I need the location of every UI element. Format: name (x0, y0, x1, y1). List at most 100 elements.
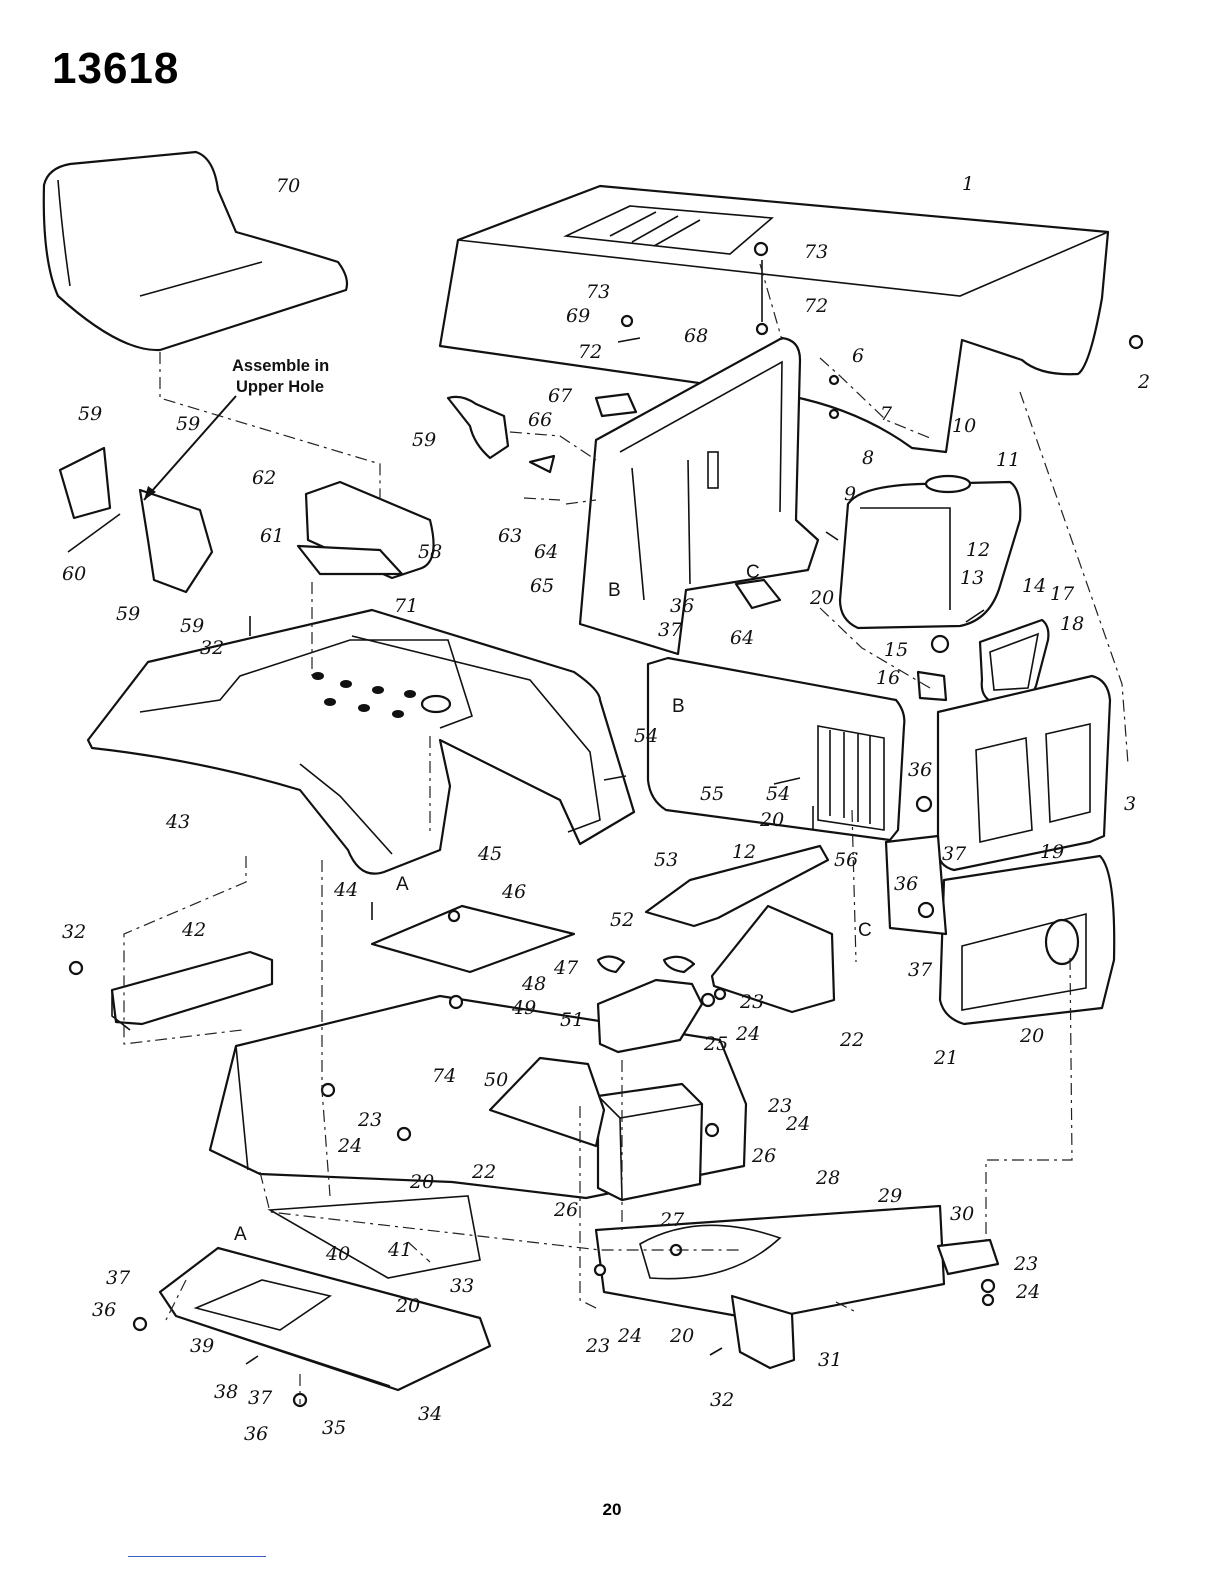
callout-22a: 22 (839, 1029, 864, 1051)
callout-49: 49 (511, 997, 536, 1019)
callout-56: 56 (834, 849, 858, 871)
callout-20e: 20 (395, 1295, 420, 1317)
callout-31: 31 (818, 1349, 842, 1371)
callout-20c: 20 (1019, 1025, 1044, 1047)
lower-nose (938, 854, 1116, 1026)
callout-11: 11 (996, 449, 1020, 471)
callout-69: 69 (566, 305, 590, 327)
callout-C-1: C (746, 562, 760, 583)
callout-59c: 59 (116, 603, 140, 625)
callout-39: 39 (190, 1335, 214, 1357)
callout-36a: 36 (670, 595, 694, 617)
dash-panel (578, 336, 820, 656)
callout-37c: 37 (908, 959, 933, 981)
callout-45: 45 (477, 843, 502, 865)
seat-spring-bracket (296, 480, 435, 580)
callout-36b: 36 (908, 759, 932, 781)
callout-32b: 32 (62, 921, 86, 943)
battery-hold-down (644, 844, 830, 928)
callout-34: 34 (418, 1403, 442, 1425)
callout-17: 17 (1050, 583, 1075, 605)
callout-23e: 23 (585, 1335, 610, 1357)
callout-28: 28 (815, 1167, 840, 1189)
callout-12a: 12 (966, 539, 990, 561)
note-line-1: Assemble in (232, 357, 329, 375)
callout-63: 63 (498, 525, 522, 547)
callout-52: 52 (610, 909, 634, 931)
page-number: 20 (602, 1500, 622, 1519)
diagram-number: 13618 (52, 44, 180, 93)
hardware-fasteners (68, 241, 1144, 1408)
callout-24e: 24 (617, 1325, 642, 1347)
callout-20d: 20 (409, 1171, 434, 1193)
callout-51: 51 (560, 1009, 584, 1031)
callout-64a: 64 (534, 541, 558, 563)
footrest (158, 1246, 492, 1392)
callout-20b: 20 (759, 809, 784, 831)
callout-20f: 20 (669, 1325, 694, 1347)
callout-10: 10 (952, 415, 976, 437)
callout-19: 19 (1040, 841, 1064, 863)
callout-36c: 36 (894, 873, 918, 895)
callout-25: 25 (703, 1033, 728, 1055)
callout-6: 6 (852, 345, 864, 367)
callout-23a: 23 (739, 991, 764, 1013)
callout-23d: 23 (1013, 1253, 1038, 1275)
callout-65: 65 (530, 575, 554, 597)
seat-pan (370, 904, 576, 974)
callout-32a: 32 (200, 637, 224, 659)
callout-14: 14 (1022, 575, 1046, 597)
note-line-2: Upper Hole (236, 378, 324, 396)
callout-22b: 22 (471, 1161, 496, 1183)
callout-46: 46 (501, 881, 526, 903)
callout-23b: 23 (357, 1109, 382, 1131)
callout-27: 27 (659, 1209, 685, 1231)
callout-21: 21 (933, 1047, 958, 1069)
callout-29: 29 (877, 1185, 902, 1207)
callout-47: 47 (553, 957, 579, 979)
front-panel-b (646, 656, 906, 842)
callout-32c: 32 (710, 1389, 734, 1411)
callout-36e: 36 (244, 1423, 268, 1445)
callout-24d: 24 (1015, 1281, 1040, 1303)
callout-24b: 24 (337, 1135, 362, 1157)
callout-23c: 23 (767, 1095, 792, 1117)
callout-54b: 54 (766, 783, 790, 805)
callout-B-1: B (608, 580, 621, 601)
callout-60: 60 (62, 563, 86, 585)
callout-71: 71 (394, 595, 418, 617)
callout-18: 18 (1060, 613, 1084, 635)
callout-58: 58 (418, 541, 442, 563)
callout-1: 1 (962, 173, 974, 195)
callout-59d: 59 (180, 615, 204, 637)
callout-72b: 72 (578, 341, 602, 363)
callout-37a: 37 (658, 619, 683, 641)
front-grille (936, 674, 1112, 872)
callout-54a: 54 (634, 725, 658, 747)
callout-59b: 59 (176, 413, 200, 435)
seat (42, 150, 349, 352)
callout-8: 8 (862, 447, 874, 469)
assembly-reference-lines (123, 263, 1129, 1404)
callout-24c: 24 (785, 1113, 810, 1135)
frame-tie-plate (267, 1195, 481, 1279)
callout-A-2: A (234, 1224, 247, 1245)
callout-30: 30 (950, 1203, 974, 1225)
fender-support-bracket (110, 950, 274, 1031)
callout-43: 43 (165, 811, 190, 833)
callout-66: 66 (528, 409, 552, 431)
assemble-note-arrow (143, 395, 237, 501)
callout-55: 55 (700, 783, 724, 805)
callout-16: 16 (876, 667, 900, 689)
callout-9: 9 (844, 483, 856, 505)
callout-A-1: A (396, 874, 409, 895)
callout-48: 48 (521, 973, 546, 995)
control-box (596, 978, 704, 1054)
callout-7: 7 (880, 403, 893, 425)
callout-33: 33 (450, 1275, 474, 1297)
callout-74: 74 (432, 1065, 456, 1087)
callout-68: 68 (684, 325, 708, 347)
callout-67: 67 (548, 385, 573, 407)
callout-70: 70 (276, 175, 300, 197)
